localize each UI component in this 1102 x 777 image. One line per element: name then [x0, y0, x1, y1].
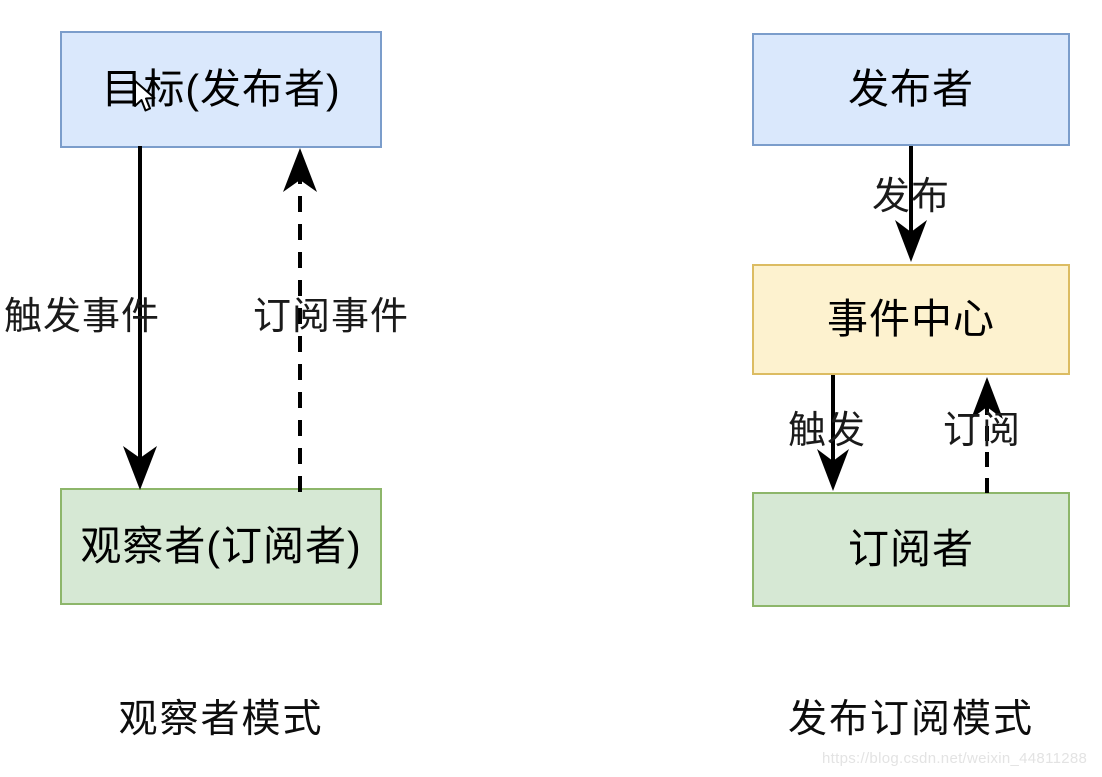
watermark-text: https://blog.csdn.net/weixin_44811288 — [822, 750, 1088, 767]
edge-label-subscribe-event: 订阅事件 — [253, 296, 410, 338]
node-pubsub-event-center[interactable]: 事件中心 — [752, 264, 1070, 375]
node-observer-pattern-observer[interactable]: 观察者(订阅者) — [60, 488, 382, 605]
edge-label-trigger: 触发 — [788, 410, 867, 452]
node-pubsub-subscriber[interactable]: 订阅者 — [752, 492, 1070, 607]
edge-label-trigger-event: 触发事件 — [4, 296, 161, 338]
node-label: 观察者(订阅者) — [80, 523, 362, 569]
node-label: 发布者 — [848, 66, 974, 112]
caption-pubsub-pattern: 发布订阅模式 — [787, 698, 1034, 741]
node-label: 事件中心 — [827, 296, 995, 342]
node-label: 订阅者 — [848, 526, 974, 572]
node-observer-pattern-publisher[interactable]: 目标(发布者) — [60, 31, 382, 148]
edge-label-subscribe: 订阅 — [943, 410, 1022, 452]
node-label: 目标(发布者) — [101, 66, 341, 112]
edge-label-publish: 发布 — [872, 176, 951, 218]
caption-observer-pattern: 观察者模式 — [118, 698, 324, 741]
node-pubsub-publisher[interactable]: 发布者 — [752, 33, 1070, 146]
